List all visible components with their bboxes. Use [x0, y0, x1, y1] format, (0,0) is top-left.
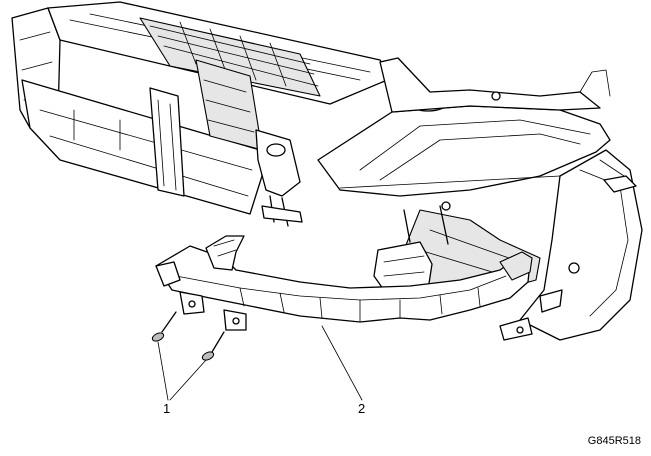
radiator-support — [11, 1, 393, 227]
lower-bracket — [155, 235, 533, 331]
callout-label-fastener: 1 — [163, 401, 171, 416]
figure-code: G845R518 — [587, 435, 641, 447]
headlamp-assembly — [317, 57, 611, 197]
fasteners — [151, 311, 225, 361]
callout-label-bracket: 2 — [358, 401, 366, 416]
leader-lines — [157, 325, 363, 401]
